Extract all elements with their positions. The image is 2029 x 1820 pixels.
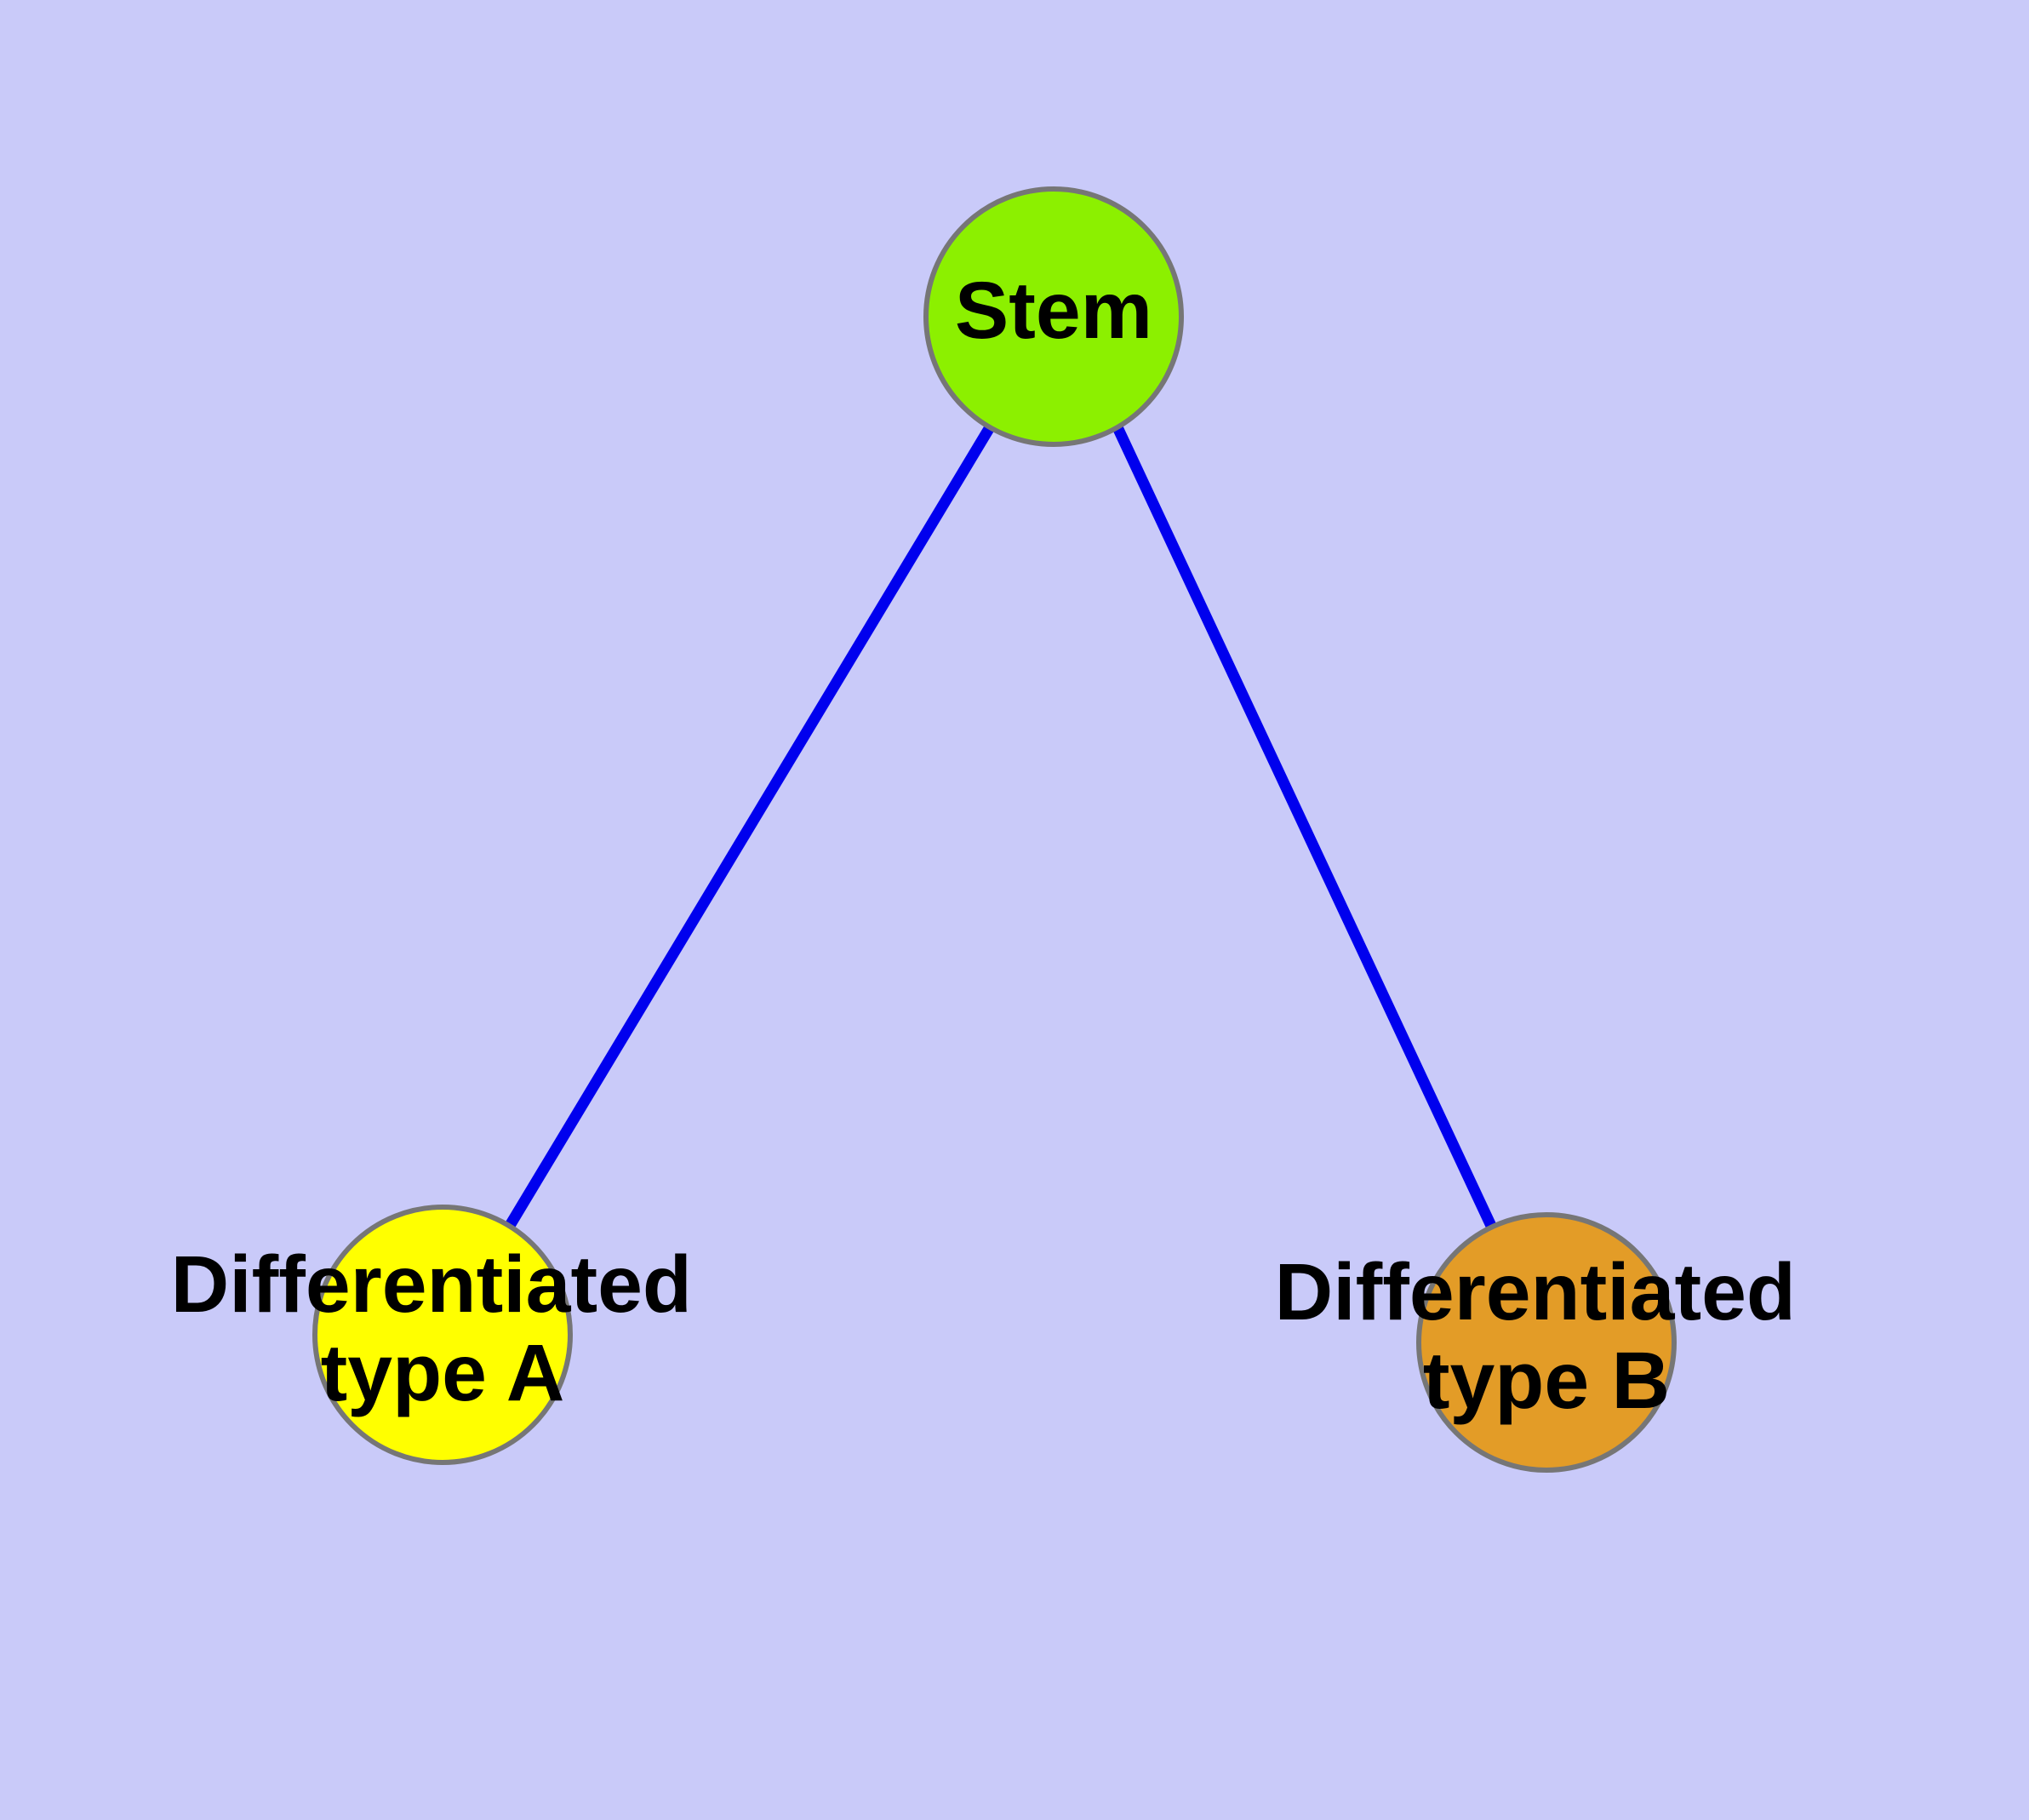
- node-label-differentiated-type-a: Differentiated type A: [171, 1239, 715, 1418]
- node-label-differentiated-type-b-line-2: type B: [1423, 1336, 1670, 1426]
- node-label-differentiated-type-a-line-1: Differentiated: [171, 1239, 692, 1330]
- node-circle-differentiated-type-a[interactable]: [312, 1205, 573, 1465]
- node-label-differentiated-type-b-line-1: Differentiated: [1275, 1247, 1796, 1337]
- edge-stem-to-differentiated-type-a[interactable]: [506, 424, 995, 1228]
- node-differentiated-type-a[interactable]: Differentiated type A: [171, 1205, 715, 1465]
- node-label-differentiated-type-b: Differentiated type B: [1275, 1247, 1819, 1426]
- node-differentiated-type-b[interactable]: Differentiated type B: [1275, 1212, 1819, 1473]
- node-layer: Stem Differentiated type A Differentiate…: [171, 186, 1819, 1473]
- node-circle-stem[interactable]: [923, 186, 1184, 447]
- node-stem[interactable]: Stem: [923, 186, 1184, 447]
- edge-layer: [506, 424, 1496, 1228]
- edge-stem-to-differentiated-type-b[interactable]: [1112, 425, 1496, 1228]
- node-circle-differentiated-type-b[interactable]: [1416, 1212, 1677, 1473]
- node-label-stem: Stem: [955, 266, 1152, 356]
- node-label-differentiated-type-a-line-2: type A: [321, 1328, 565, 1418]
- node-label-stem-line-1: Stem: [955, 266, 1152, 356]
